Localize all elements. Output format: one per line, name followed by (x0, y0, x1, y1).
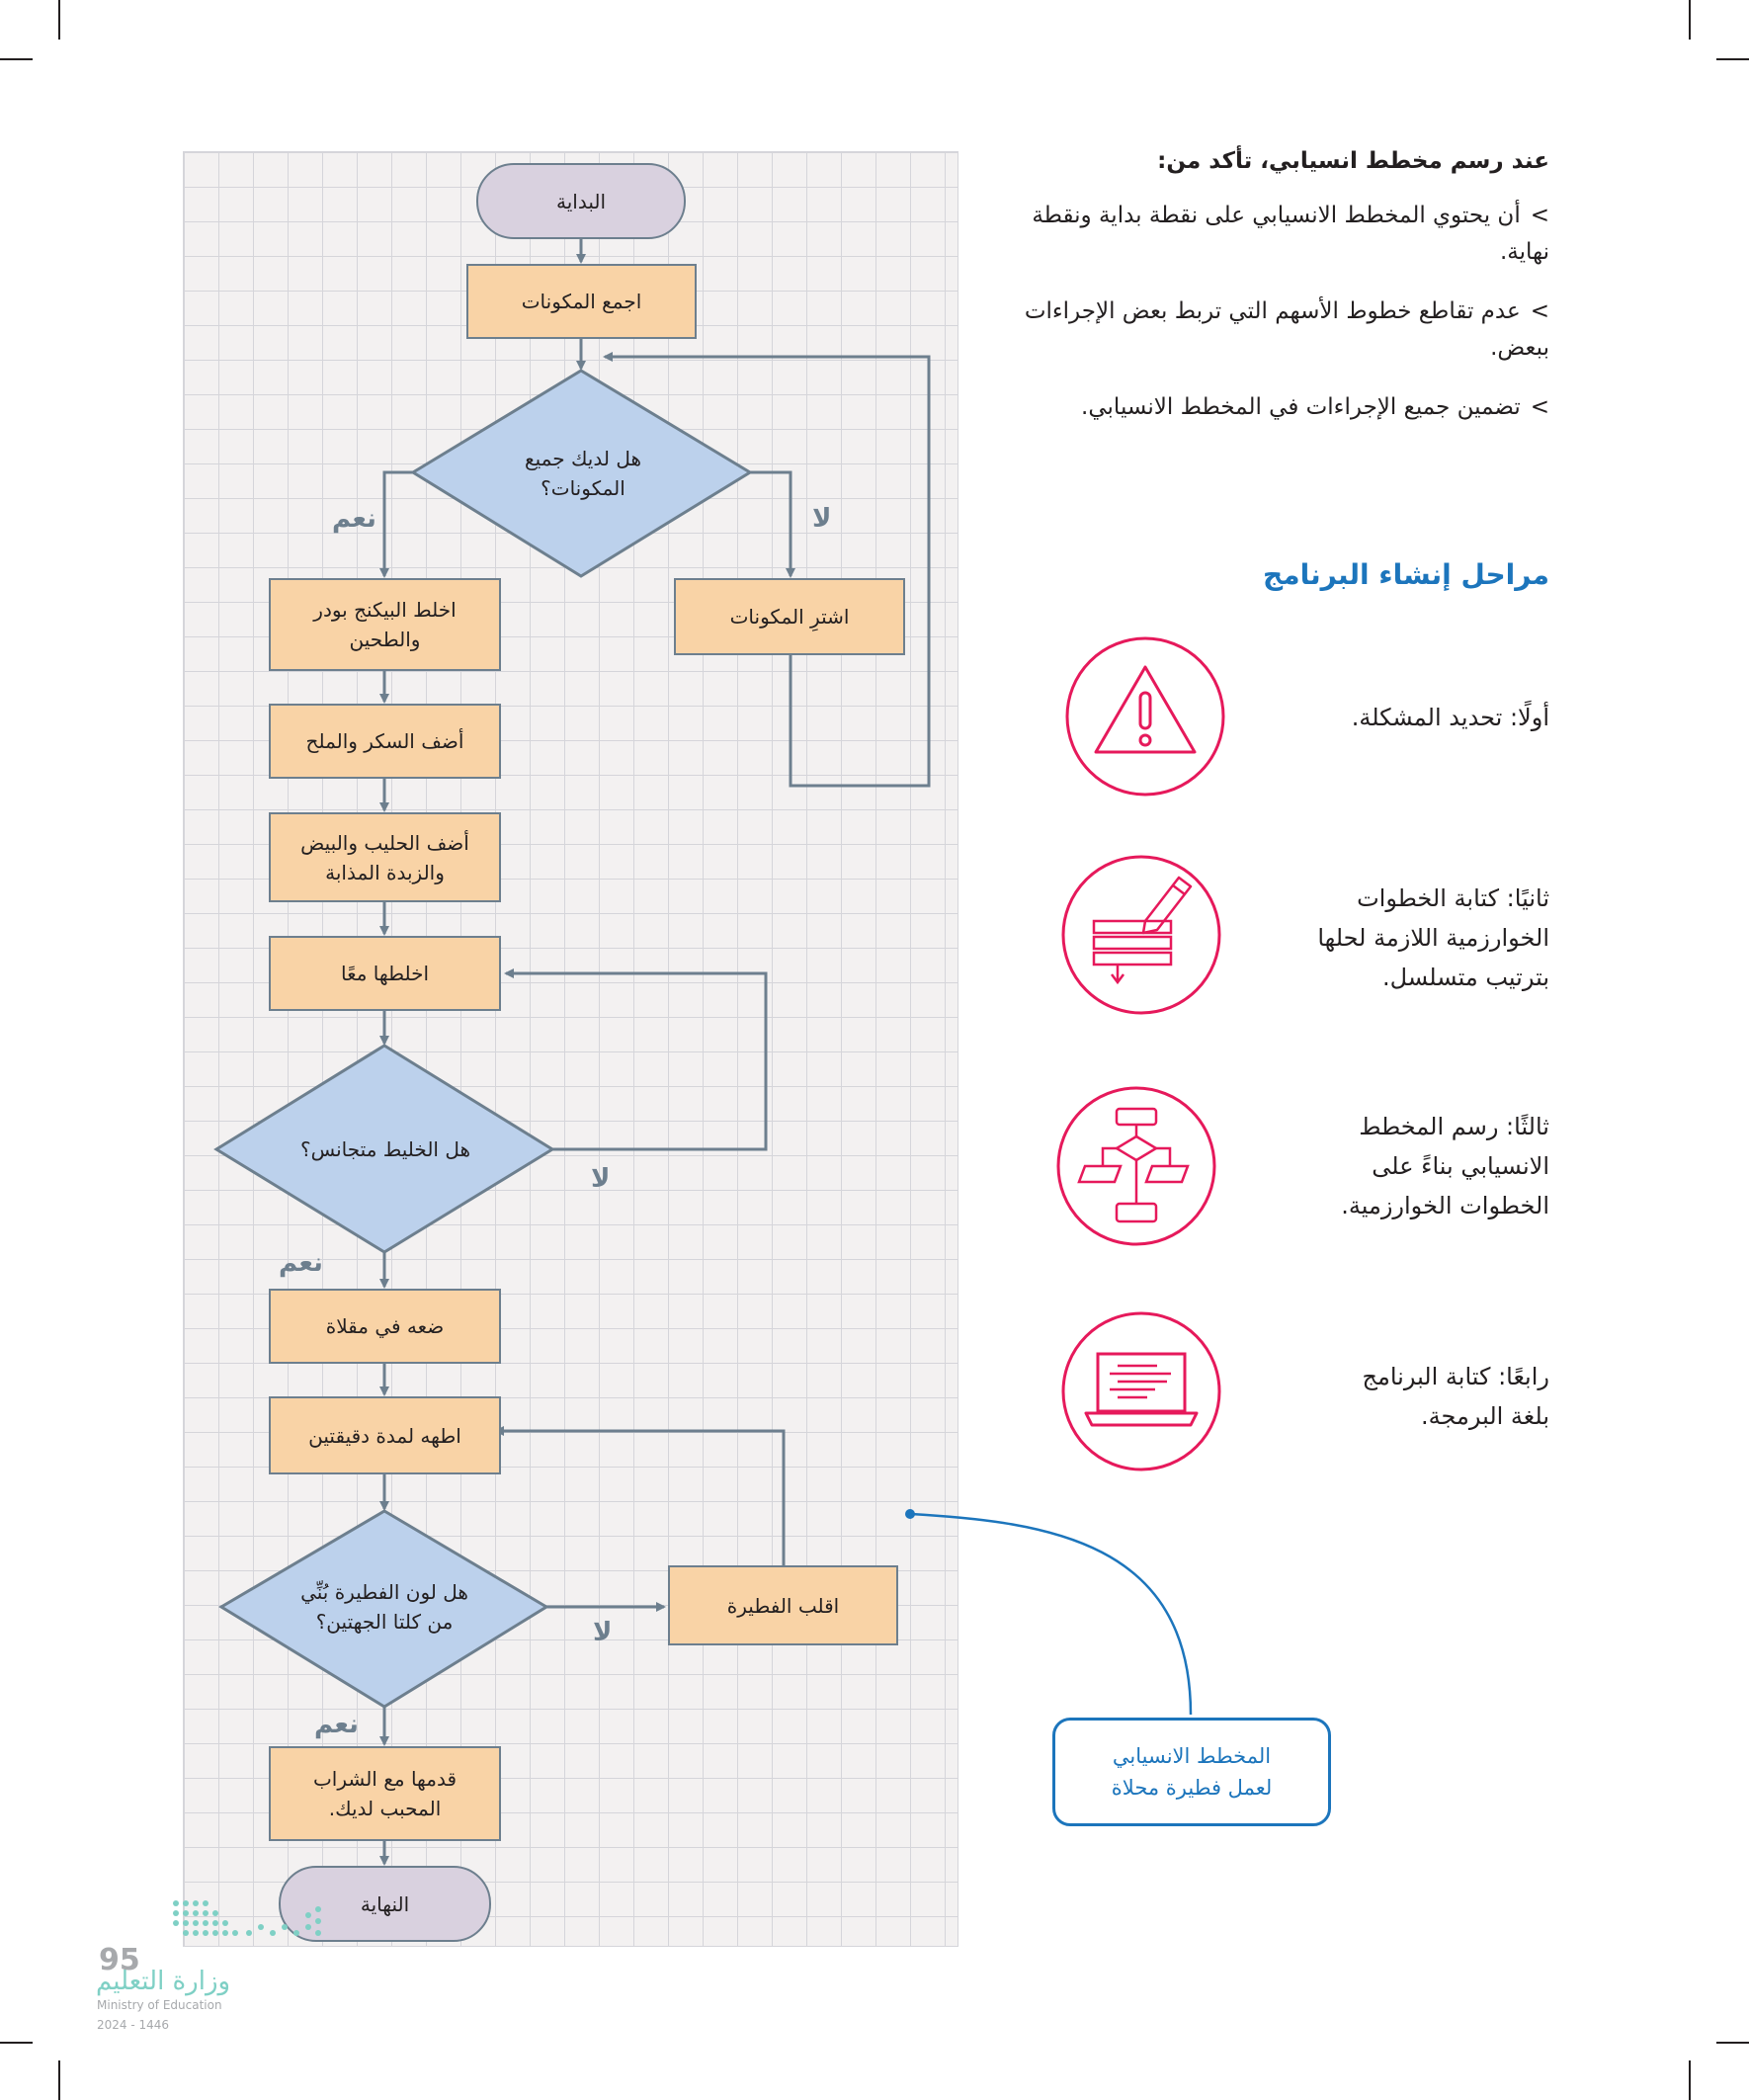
decision-diamond (213, 1044, 555, 1254)
page-number: 95 (99, 1943, 140, 1977)
crop-mark (0, 58, 33, 60)
checklist-heading: عند رسم مخطط انسيابي، تأكد من: (1157, 148, 1549, 174)
crop-mark (0, 2042, 33, 2044)
checklist-item-text: تضمين جميع الإجراءات في المخطط الانسيابي… (1081, 394, 1521, 420)
ministry-name-english: Ministry of Education (97, 1998, 222, 2012)
checklist-item-text: أن يحتوي المخطط الانسيابي على نقطة بداية… (1032, 203, 1549, 265)
no-label: لا (591, 1164, 611, 1194)
crop-mark (58, 2060, 60, 2100)
end-terminal: النهاية (279, 1866, 491, 1942)
callout-leader-line (910, 1512, 1193, 1716)
no-label: لا (812, 504, 832, 534)
decision-diamond (218, 1509, 549, 1709)
bullet-marker: > (1530, 298, 1549, 324)
gather-ingredients-step: اجمع المكونات (466, 264, 697, 339)
bullet-marker: > (1530, 203, 1549, 228)
flip-pancake-step: اقلب الفطيرة (668, 1565, 898, 1645)
flowchart-icon (1056, 1086, 1216, 1246)
serve-step: قدمها مع الشراب المحبب لديك. (269, 1746, 501, 1841)
crop-mark (58, 0, 60, 40)
bullet-marker: > (1530, 394, 1549, 420)
ministry-year: 2024 - 1446 (97, 2018, 170, 2032)
yes-label: نعم (332, 504, 376, 534)
callout-leader-dot (905, 1509, 915, 1519)
add-milk-step: أضف الحليب والبيض والزبدة المذابة (269, 812, 501, 902)
mix-together-step: اخلطها معًا (269, 936, 501, 1011)
laptop-code-icon (1061, 1311, 1221, 1471)
callout-line-1: المخطط الانسيابي (1112, 1744, 1272, 1768)
checklist-item: > تضمين جميع الإجراءات في المخطط الانسياب… (1001, 389, 1549, 426)
crop-mark (1689, 2060, 1691, 2100)
buy-ingredients-step: اشترِ المكونات (674, 578, 905, 655)
add-sugar-step: أضف السكر والملح (269, 704, 501, 779)
put-in-pan-step: ضعه في مقلاة (269, 1289, 501, 1364)
checklist-item-text: عدم تقاطع خطوط الأسهم التي تربط بعض الإج… (1024, 298, 1549, 361)
crop-mark (1689, 0, 1691, 40)
decision-diamond (410, 369, 753, 578)
warning-triangle-icon (1065, 636, 1225, 797)
ingredients-decision-text: هل لديك جميع المكونات؟ (524, 447, 642, 500)
brown-decision-text: هل لون الفطيرة بُنِّي من كلتا الجهتين؟ (300, 1580, 468, 1634)
cook-step: اطهه لمدة دقيقتين (269, 1396, 501, 1474)
start-terminal: البداية (476, 163, 686, 239)
checklist-item: >عدم تقاطع خطوط الأسهم التي تربط بعض الإ… (1001, 294, 1549, 367)
crop-mark (1716, 2042, 1749, 2044)
stage-1-text: أولًا: تحديد المشكلة. (1351, 704, 1549, 731)
stage-2-text: ثانيًا: كتابة الخطوات الخوارزمية اللازمة… (1317, 884, 1549, 991)
yes-label: نعم (279, 1248, 323, 1278)
pencil-steps-icon (1061, 855, 1221, 1015)
callout-line-2: لعمل فطيرة محلاة (1111, 1776, 1273, 1800)
mix-dry-step: اخلط البيكنج بودر والطحين (269, 578, 501, 671)
checklist-item: >أن يحتوي المخطط الانسيابي على نقطة بداي… (1001, 198, 1549, 271)
yes-label: نعم (314, 1710, 359, 1739)
mixture-decision-text: هل الخليط متجانس؟ (299, 1137, 471, 1161)
stage-3-text: ثالثًا: رسم المخطط الانسيابي بناءً على ا… (1341, 1113, 1549, 1219)
ministry-name-arabic: وزارة التعليم (96, 1967, 231, 1996)
flowchart-caption-callout: المخطط الانسيابي لعمل فطيرة محلاة (1052, 1718, 1331, 1826)
crop-mark (1716, 58, 1749, 60)
stages-heading: مراحل إنشاء البرنامج (1263, 558, 1549, 591)
stage-4-text: رابعًا: كتابة البرنامج بلغة البرمجة. (1362, 1363, 1549, 1430)
no-label: لا (593, 1618, 613, 1647)
ministry-logo-dots (173, 1900, 321, 1936)
